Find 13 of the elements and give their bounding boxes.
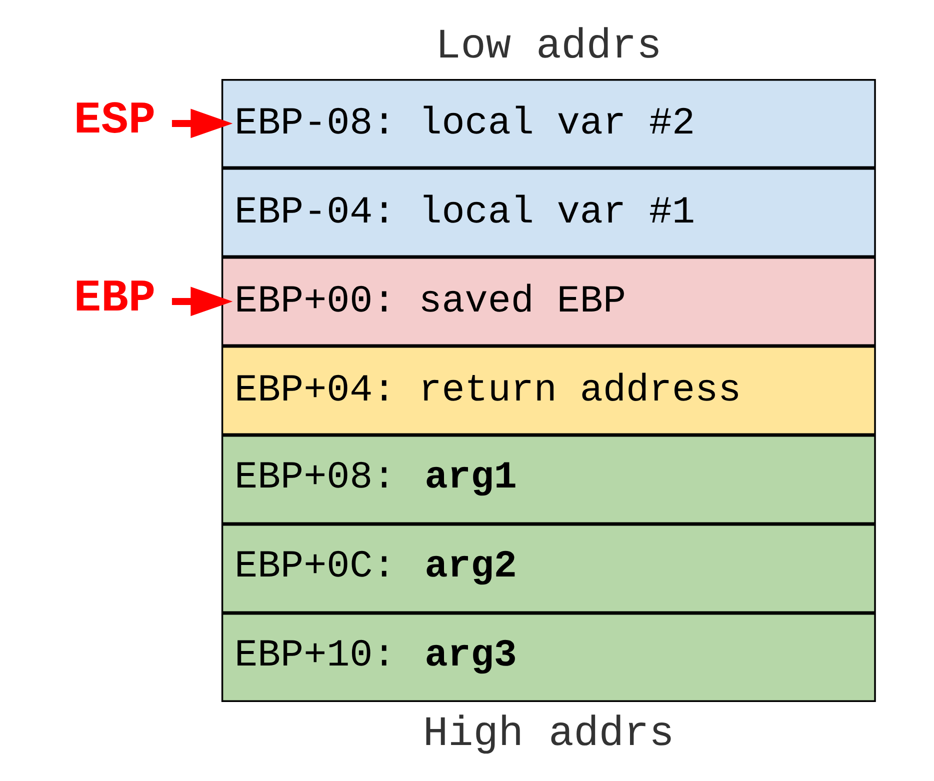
label: Low addrs [435, 22, 662, 71]
node-box: EBP-08: local var #2 [220, 78, 876, 168]
node-box: EBP+04: return address [220, 346, 876, 435]
node-text: ESP [73, 94, 156, 147]
arrow [171, 108, 232, 138]
node-text: EBP [73, 272, 156, 325]
node-box: EBP+00: saved EBP [220, 256, 876, 346]
node-box: EBP+10: arg3 [220, 613, 876, 702]
arrow [171, 286, 232, 316]
node-box: EBP+08: arg1 [220, 435, 876, 524]
label: High addrs [422, 710, 674, 758]
node-box: EBP+0C: arg2 [220, 524, 876, 614]
node-box: EBP-04: local var #1 [220, 168, 876, 257]
